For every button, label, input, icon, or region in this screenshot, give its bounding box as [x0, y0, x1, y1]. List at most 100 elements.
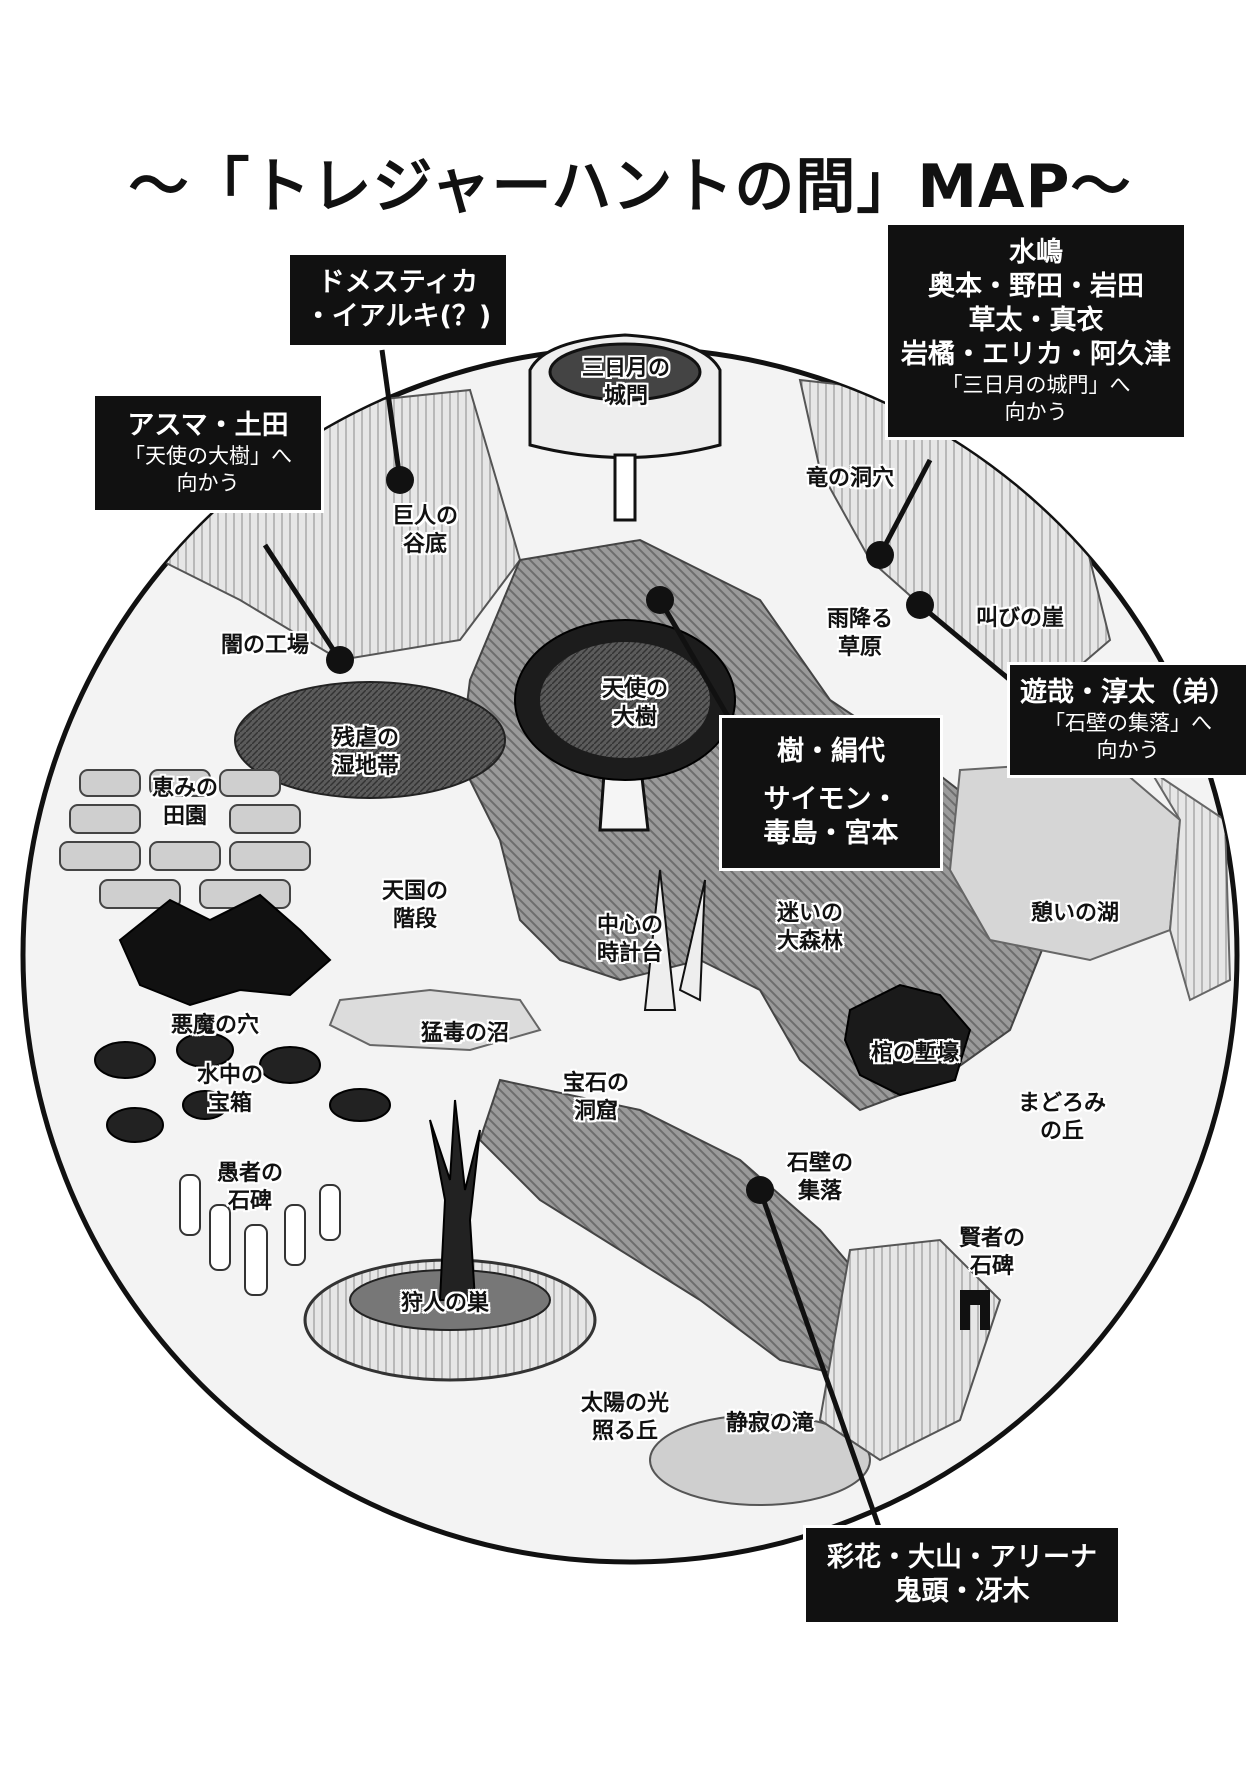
location-line: 洞窟 — [573, 1099, 618, 1124]
location-line: 恵みの — [151, 776, 218, 801]
callout-name: アスマ・土田 — [127, 410, 289, 441]
callout-spacer — [725, 769, 937, 783]
callout-dots — [326, 466, 934, 1204]
silent-falls-pool — [649, 1414, 871, 1506]
location-label: 宝石の 洞窟 — [556, 1070, 636, 1126]
location-label: 悪魔の穴 — [160, 1012, 270, 1040]
location-line: 太陽の光 — [580, 1391, 669, 1416]
callout-note: 向かう — [176, 471, 240, 495]
location-label: 残虐の 湿地帯 — [316, 725, 416, 781]
location-line: 竜の洞穴 — [805, 466, 894, 491]
location-line: 愚者の — [216, 1161, 283, 1186]
location-label: 石壁の 集落 — [780, 1150, 860, 1206]
callout-name: 毒島・宮本 — [763, 818, 899, 849]
callout-note: 向かう — [1096, 738, 1160, 762]
location-label: 三日月の 城門 — [568, 355, 684, 411]
location-line: 大樹 — [612, 705, 657, 730]
location-line: 水中の — [196, 1063, 263, 1088]
location-label: 叫びの崖 — [965, 605, 1075, 633]
location-line: 石壁の — [786, 1151, 853, 1176]
page-title: 〜「トレジャーハントの間」MAP〜 — [128, 152, 1132, 222]
location-line: 憩いの湖 — [1030, 901, 1119, 926]
location-line: 雨降る — [826, 607, 893, 632]
location-line: 宝石の — [562, 1071, 629, 1096]
callout-box: 樹・絹代 サイモン・ 毒島・宮本 — [722, 718, 940, 868]
location-line: 棺の塹壕 — [870, 1041, 959, 1066]
location-line: 階段 — [392, 907, 437, 932]
fool-monument-stones — [179, 1174, 341, 1296]
callout-name: 水嶋 — [1009, 237, 1063, 268]
crescent-gate-structure — [528, 333, 722, 522]
location-line: 天国の — [381, 879, 448, 904]
location-label: まどろみ の丘 — [1012, 1090, 1112, 1146]
location-line: 狩人の巣 — [400, 1291, 489, 1316]
location-line: まどろみ — [1017, 1091, 1106, 1116]
location-label: 太陽の光 照る丘 — [570, 1390, 680, 1446]
location-line: 城門 — [603, 384, 648, 409]
callout-note: 「三日月の城門」へ — [941, 373, 1131, 397]
callout-box: 遊哉・淳太（弟） 「石壁の集落」へ 向かう — [1010, 665, 1246, 775]
location-label: 迷いの 大森林 — [765, 900, 855, 956]
angel-tree-drawing — [514, 619, 736, 832]
location-line: 湿地帯 — [332, 754, 399, 779]
callout-name: 彩花・大山・アリーナ — [827, 1542, 1097, 1573]
south-forest — [478, 1078, 882, 1382]
location-line: 石碑 — [227, 1189, 272, 1214]
hunter-nest-tree — [429, 1099, 481, 1301]
location-line: 巨人の — [391, 504, 458, 529]
callout-name: ドメスティカ — [317, 267, 479, 298]
location-line: 田園 — [162, 804, 207, 829]
location-line: 叫びの崖 — [975, 606, 1064, 631]
callout-box: 彩花・大山・アリーナ 鬼頭・冴木 — [806, 1528, 1118, 1622]
callout-note: 「天使の大樹」へ — [124, 444, 292, 468]
location-label: 狩人の巣 — [390, 1290, 500, 1318]
callout-note: 向かう — [1004, 400, 1068, 424]
location-line: 闇の工場 — [220, 633, 309, 658]
callout-name: サイモン・ — [763, 784, 899, 815]
location-label: 猛毒の沼 — [410, 1020, 520, 1048]
cruel-wetland-area — [234, 681, 506, 799]
location-line: 賢者の — [958, 1226, 1025, 1251]
callout-name: 樹・絹代 — [777, 736, 885, 767]
location-line: 猛毒の沼 — [420, 1021, 509, 1046]
rest-lake-water — [948, 758, 1182, 962]
location-line: 大森林 — [776, 929, 843, 954]
central-clock-spikes — [643, 869, 706, 1011]
location-label: 竜の洞穴 — [795, 465, 905, 493]
location-line: 谷底 — [402, 532, 447, 557]
location-line: 時計台 — [596, 941, 663, 966]
callout-connectors — [262, 349, 1012, 1531]
location-line: 静寂の滝 — [725, 1411, 814, 1436]
location-line: 照る丘 — [591, 1419, 658, 1444]
callout-name: 岩橘・エリカ・阿久津 — [901, 339, 1171, 370]
location-line: 悪魔の穴 — [170, 1013, 259, 1038]
location-label: 雨降る 草原 — [815, 606, 905, 662]
location-line: 集落 — [797, 1179, 842, 1204]
callout-name: 遊哉・淳太（弟） — [1020, 677, 1236, 708]
location-line: 宝箱 — [207, 1091, 252, 1116]
paddy-fields — [59, 769, 311, 909]
location-line: 石碑 — [969, 1254, 1014, 1279]
callout-name: 鬼頭・冴木 — [894, 1576, 1030, 1607]
location-label: 憩いの湖 — [1020, 900, 1130, 928]
callout-box: アスマ・土田 「天使の大樹」へ 向かう — [95, 396, 321, 510]
coffin-moat-trench — [843, 983, 972, 1097]
location-line: 残虐の — [332, 726, 399, 751]
callout-box: 水嶋 奥本・野田・岩田 草太・真衣 岩橘・エリカ・阿久津 「三日月の城門」へ 向… — [888, 225, 1184, 437]
se-cliffs — [818, 1238, 1002, 1462]
location-label: 巨人の 谷底 — [375, 503, 475, 559]
location-label: 中心の 時計台 — [585, 912, 675, 968]
callout-name: ・イアルキ(？) — [304, 301, 492, 332]
callout-note: 「石壁の集落」へ — [1044, 711, 1212, 735]
location-line: の丘 — [1039, 1119, 1084, 1144]
location-line: 草原 — [837, 635, 882, 660]
location-label: 天使の 大樹 — [595, 676, 675, 732]
location-label: 天国の 階段 — [375, 878, 455, 934]
location-label: 闇の工場 — [210, 632, 320, 660]
callout-name: 奥本・野田・岩田 — [928, 271, 1144, 302]
location-label: 愚者の 石碑 — [210, 1160, 290, 1216]
location-line: 迷いの — [776, 901, 843, 926]
poison-swamp-water — [328, 988, 542, 1052]
location-label: 恵みの 田園 — [140, 775, 230, 831]
